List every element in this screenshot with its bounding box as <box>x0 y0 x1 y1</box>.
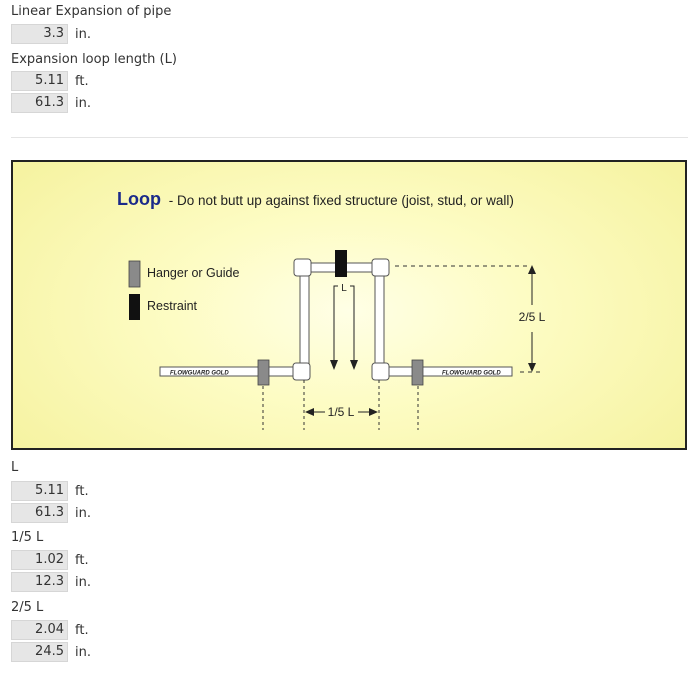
result-L-ft-unit: ft. <box>75 483 89 499</box>
loop-length-in-row: 61.3 in. <box>11 93 91 113</box>
result-two-fifth-in-value[interactable]: 24.5 <box>11 642 68 662</box>
linear-expansion-row: 3.3 in. <box>11 24 91 44</box>
dim-two-fifth-arrow-up <box>528 265 536 274</box>
elbow-bottom-right <box>371 362 390 381</box>
expansion-loop-diagram: Loop - Do not butt up against fixed stru… <box>11 160 687 450</box>
result-one-fifth-ft-row: 1.02 ft. <box>11 550 89 570</box>
result-one-fifth-in-unit: in. <box>75 574 91 590</box>
loop-length-ft-row: 5.11 ft. <box>11 71 89 91</box>
elbow-top-left <box>293 258 312 277</box>
result-L-label: L <box>11 460 19 475</box>
result-two-fifth-in-unit: in. <box>75 644 91 660</box>
elbow-bottom-left <box>292 362 311 381</box>
result-two-fifth-ft-unit: ft. <box>75 622 89 638</box>
result-L-in-row: 61.3 in. <box>11 503 91 523</box>
l-arrow-left-head <box>330 360 338 370</box>
diagram-title: Loop - Do not butt up against fixed stru… <box>117 189 514 209</box>
result-one-fifth-ft-value[interactable]: 1.02 <box>11 550 68 570</box>
loop-length-in-unit: in. <box>75 95 91 111</box>
result-one-fifth-in-row: 12.3 in. <box>11 572 91 592</box>
dim-one-fifth-arrow-right <box>369 408 378 416</box>
result-one-fifth-label: 1/5 L <box>11 530 44 545</box>
result-L-in-value[interactable]: 61.3 <box>11 503 68 523</box>
linear-expansion-label: Linear Expansion of pipe <box>11 4 172 19</box>
loop-length-ft-unit: ft. <box>75 73 89 89</box>
linear-expansion-value[interactable]: 3.3 <box>11 24 68 44</box>
result-two-fifth-ft-value[interactable]: 2.04 <box>11 620 68 640</box>
legend-hanger-label: Hanger or Guide <box>147 266 239 280</box>
loop-diagram-svg: Loop - Do not butt up against fixed stru… <box>117 189 546 430</box>
dim-two-fifth-arrow-down <box>528 363 536 372</box>
dim-one-fifth-arrow-left <box>305 408 314 416</box>
right-hanger <box>411 359 424 386</box>
result-L-ft-row: 5.11 ft. <box>11 481 89 501</box>
top-restraint <box>335 250 347 277</box>
result-two-fifth-in-row: 24.5 in. <box>11 642 91 662</box>
result-one-fifth-ft-unit: ft. <box>75 552 89 568</box>
loop-length-label: Expansion loop length (L) <box>11 52 177 67</box>
result-one-fifth-in-value[interactable]: 12.3 <box>11 572 68 592</box>
linear-expansion-unit: in. <box>75 26 91 42</box>
label-L: L <box>341 283 347 294</box>
result-L-in-unit: in. <box>75 505 91 521</box>
hanger-legend-icon <box>128 260 141 288</box>
elbow-top-right <box>371 258 390 277</box>
result-L-ft-value[interactable]: 5.11 <box>11 481 68 501</box>
legend-restraint-label: Restraint <box>147 299 198 313</box>
label-two-fifth: 2/5 L <box>519 310 546 324</box>
loop-left-riser <box>299 265 310 371</box>
loop-length-ft-value[interactable]: 5.11 <box>11 71 68 91</box>
diagram-title-bold: Loop <box>117 189 161 209</box>
l-bracket-right <box>350 285 355 293</box>
left-hanger <box>257 359 270 386</box>
result-two-fifth-ft-row: 2.04 ft. <box>11 620 89 640</box>
section-divider <box>11 137 688 138</box>
left-pipe-brand: FLOWGUARD GOLD <box>170 371 229 377</box>
l-arrow-right-head <box>350 360 358 370</box>
restraint-legend-icon <box>129 294 140 320</box>
right-pipe-brand: FLOWGUARD GOLD <box>442 371 501 377</box>
label-one-fifth: 1/5 L <box>328 405 355 419</box>
diagram-title-rest: - Do not butt up against fixed structure… <box>169 193 514 208</box>
result-two-fifth-label: 2/5 L <box>11 600 44 615</box>
loop-length-in-value[interactable]: 61.3 <box>11 93 68 113</box>
loop-right-riser <box>374 265 385 371</box>
l-bracket-left <box>333 285 338 293</box>
